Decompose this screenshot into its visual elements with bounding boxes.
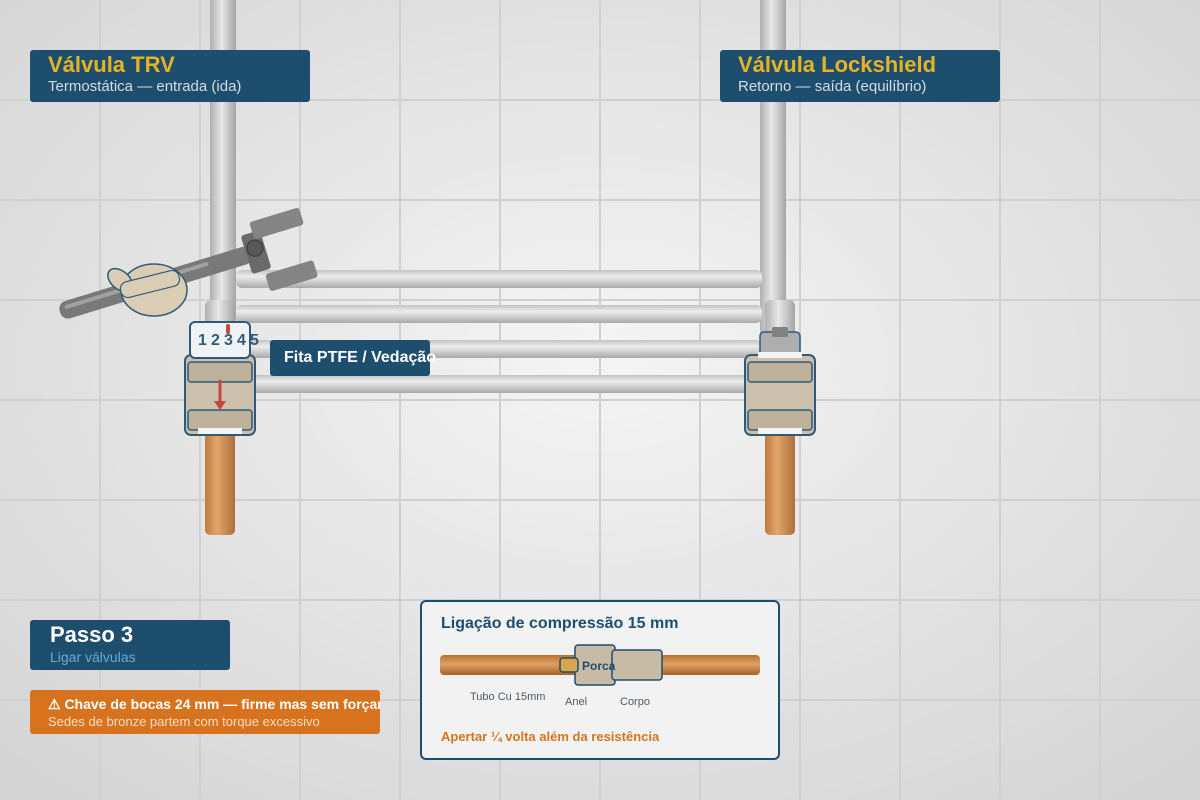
ptfe-tape-wrap bbox=[758, 428, 802, 434]
spanner-upper-jaw bbox=[249, 207, 304, 239]
warning-banner: ⚠ Chave de bocas 24 mm — firme mas sem f… bbox=[30, 690, 380, 734]
warning-title: ⚠ Chave de bocas 24 mm — firme mas sem f… bbox=[48, 696, 380, 712]
olive-ring bbox=[559, 657, 579, 673]
trv-title: Válvula TRV bbox=[48, 52, 175, 77]
spanner-lower-jaw bbox=[265, 260, 318, 291]
compression-fitting-inset: Ligação de compressão 15 mm Porca Tubo C… bbox=[420, 600, 780, 760]
lockshield-title: Válvula Lockshield bbox=[738, 52, 937, 77]
compression-fitting-diagram: Porca bbox=[440, 644, 760, 686]
radiator-bar bbox=[236, 305, 762, 323]
trv-subtitle: Termostática — entrada (ida) bbox=[48, 78, 242, 95]
spanner-worm-screw bbox=[246, 239, 264, 257]
torque-scale-5: 5 bbox=[250, 332, 259, 349]
lockshield-subtitle: Retorno — saída (equilíbrio) bbox=[738, 78, 927, 95]
lockshield-valve bbox=[744, 300, 816, 535]
copper-pipe-right bbox=[765, 432, 795, 535]
compression-title: Ligação de compressão 15 mm bbox=[441, 615, 679, 632]
copper-pipe-left bbox=[205, 432, 235, 535]
warning-subtitle: Sedes de bronze partem com torque excess… bbox=[48, 714, 320, 729]
nut-label: Porca bbox=[582, 659, 616, 673]
pipe-label: Tubo Cu 15mm bbox=[470, 691, 546, 703]
ring-label: Anel bbox=[565, 696, 588, 708]
torque-scale-2: 2 bbox=[211, 332, 220, 349]
torque-scale-4: 4 bbox=[237, 332, 246, 349]
valve-nut-right-top bbox=[747, 361, 813, 383]
torque-scale-1: 1 bbox=[198, 332, 207, 349]
ptfe-tape-wrap bbox=[198, 428, 242, 434]
trv-valve-label: Válvula TRV Termostática — entrada (ida) bbox=[30, 50, 310, 102]
step-label: Passo 3 Ligar válvulas bbox=[30, 620, 230, 670]
torque-scale-box bbox=[189, 321, 251, 359]
lockshield-valve-label: Válvula Lockshield Retorno — saída (equi… bbox=[720, 50, 1000, 102]
inset-copper-pipe-left bbox=[440, 655, 580, 675]
torque-marker bbox=[226, 324, 230, 334]
step-title: Passo 3 bbox=[50, 622, 134, 647]
hand-fingers bbox=[119, 269, 181, 299]
fitting-body bbox=[611, 649, 663, 681]
body-label: Corpo bbox=[620, 696, 650, 708]
ptfe-tape-wrap bbox=[758, 352, 802, 358]
radiator-bar bbox=[236, 270, 762, 288]
inset-copper-pipe-right bbox=[660, 655, 760, 675]
lockshield-spindle bbox=[772, 327, 788, 337]
trv-valve: 1 2 3 4 5 bbox=[184, 300, 259, 535]
torque-scale-3: 3 bbox=[224, 332, 233, 349]
step-subtitle: Ligar válvulas bbox=[50, 649, 136, 665]
tighten-arrow-head bbox=[214, 401, 226, 410]
spanner-wrench bbox=[59, 207, 318, 319]
compression-note: Apertar ¼ volta além da resistência bbox=[441, 729, 660, 744]
ptfe-tape-label: Fita PTFE / Vedação bbox=[270, 340, 436, 376]
radiator-bar bbox=[236, 375, 762, 393]
